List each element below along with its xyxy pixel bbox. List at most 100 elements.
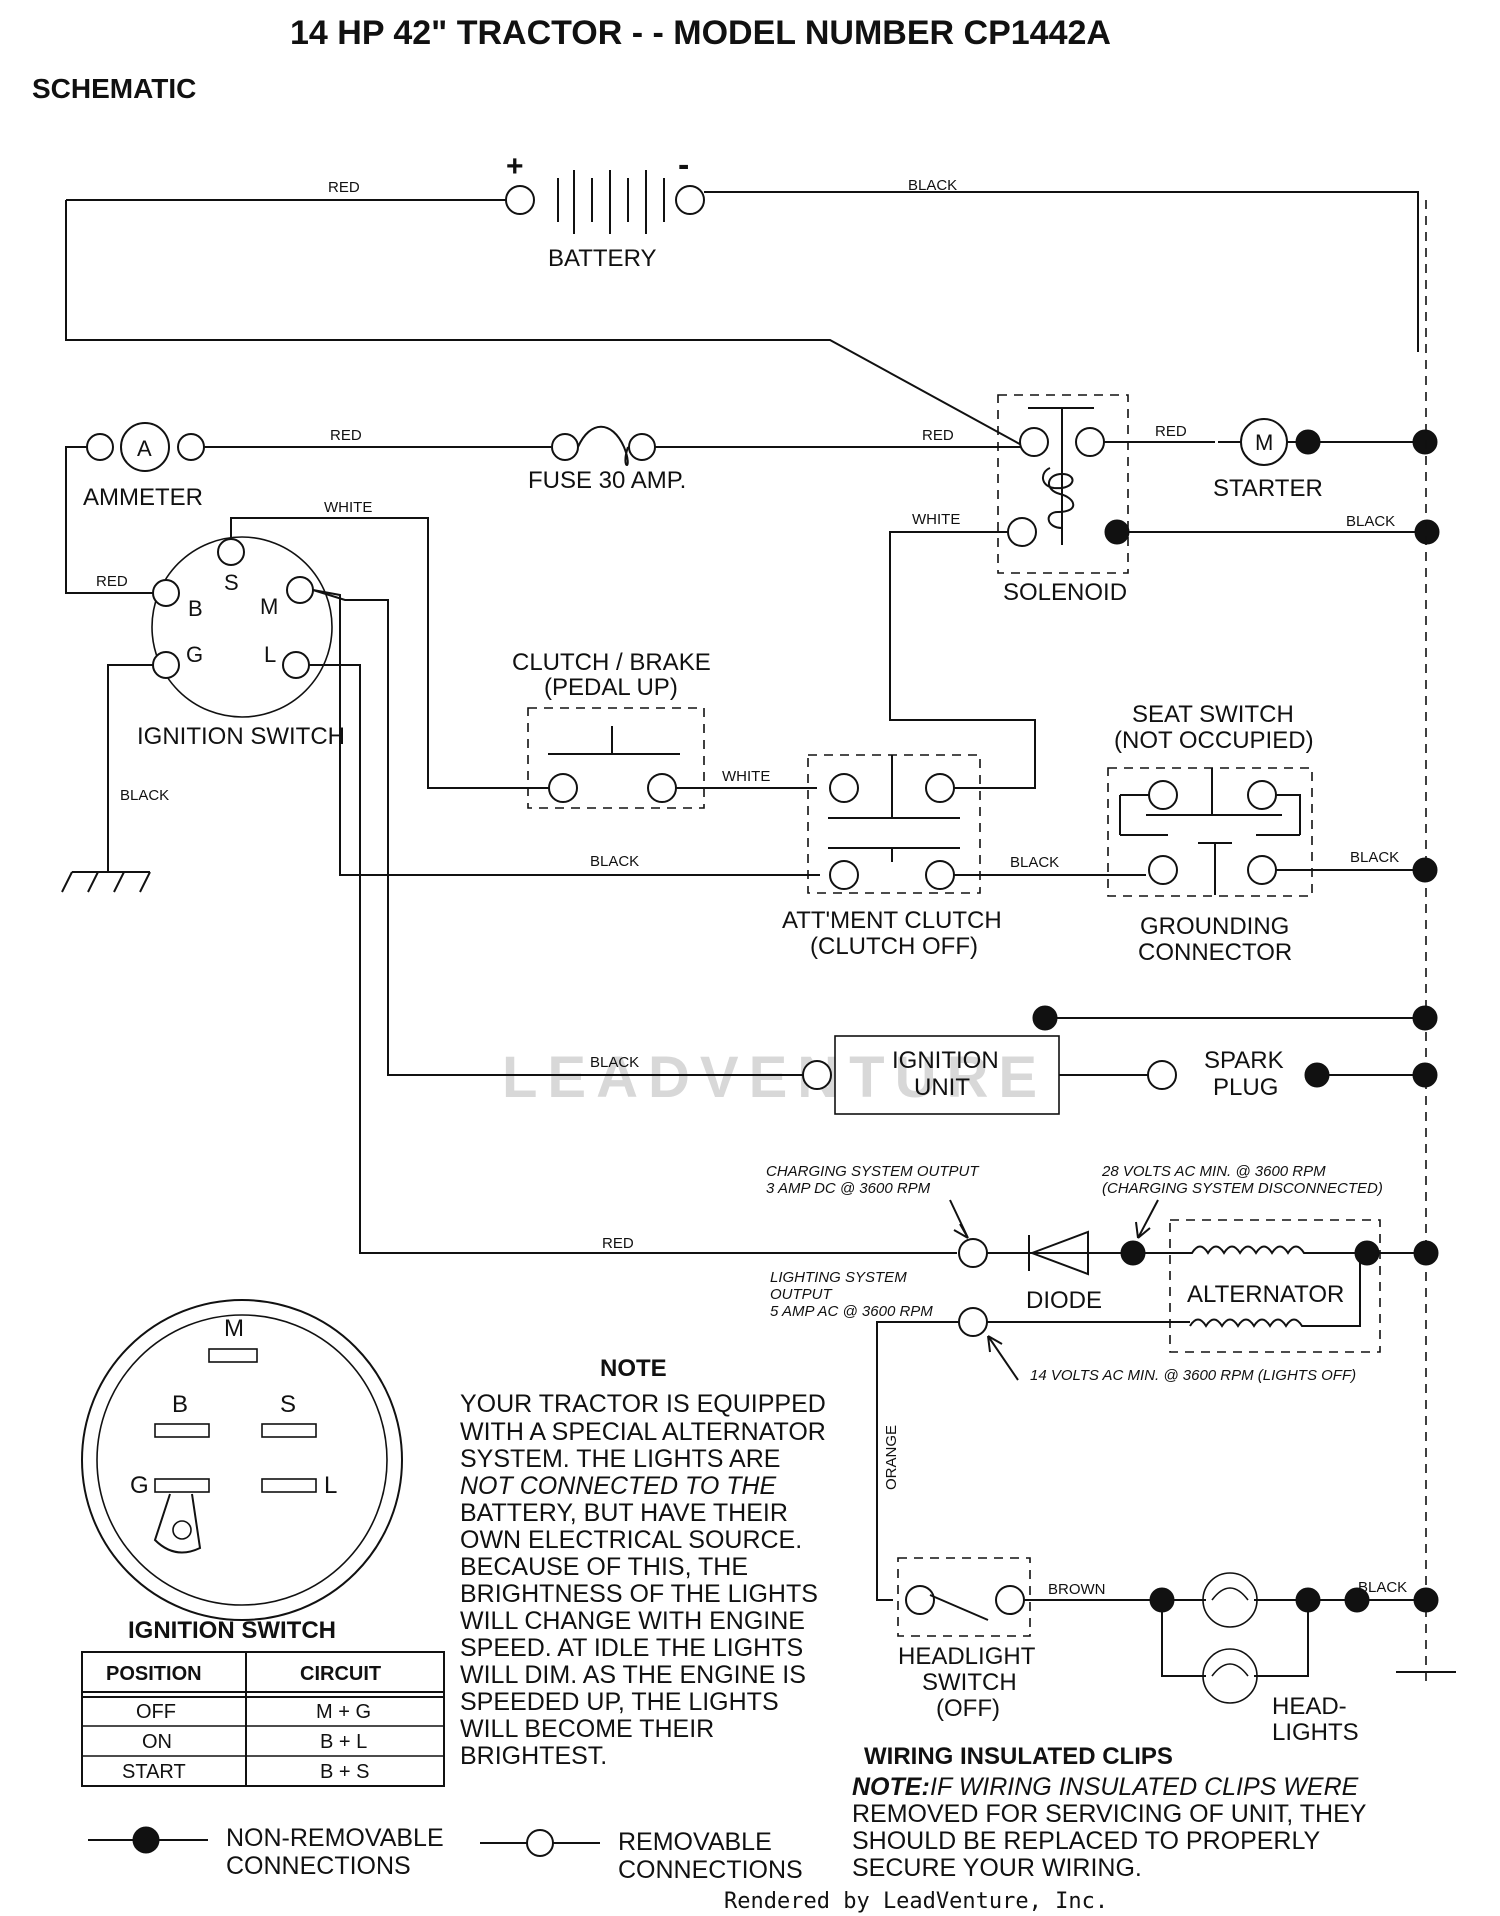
svg-text:LIGHTING SYSTEM: LIGHTING SYSTEM [770,1269,907,1286]
table-cell: B + L [320,1731,367,1753]
attment-clutch-box [807,754,981,894]
solenoid-box [997,394,1129,574]
table-cell: OFF [136,1701,176,1723]
svg-text:(CLUTCH OFF): (CLUTCH OFF) [810,933,978,960]
note-body: YOUR TRACTOR IS EQUIPPED WITH A SPECIAL … [460,1390,826,1770]
ignition-table [81,1651,445,1787]
ignition-table-title: IGNITION SWITCH [128,1617,336,1644]
ground-symbol [61,871,151,893]
svg-text:NOT CONNECTED TO THE: NOT CONNECTED TO THE [460,1472,777,1500]
battery-label: BATTERY [548,245,656,272]
svg-text:BLACK: BLACK [590,853,639,870]
svg-text:(NOT OCCUPIED): (NOT OCCUPIED) [1114,727,1314,754]
battery-red-wire [65,200,1028,449]
starter-symbol [1218,418,1438,466]
svg-text:(OFF): (OFF) [936,1695,1000,1722]
starter-symbol-text: M [1255,430,1273,455]
ignition-switch-label: IGNITION SWITCH [137,723,345,750]
svg-text:CONNECTOR: CONNECTOR [1138,939,1292,966]
headlight-switch-symbol [905,1585,1025,1621]
svg-text:M: M [260,594,278,619]
svg-text:G: G [186,642,203,667]
svg-text:(PEDAL UP): (PEDAL UP) [544,674,678,701]
svg-text:5 AMP AC @ 3600 RPM: 5 AMP AC @ 3600 RPM [770,1303,933,1320]
svg-text:BLACK: BLACK [1010,854,1059,871]
svg-text:CHARGING SYSTEM OUTPUT: CHARGING SYSTEM OUTPUT [766,1163,980,1180]
svg-text:IF WIRING INSULATED CLIPS WERE: IF WIRING INSULATED CLIPS WERE [930,1773,1359,1801]
svg-text:L: L [264,642,276,667]
diode-symbol [987,1230,1126,1276]
svg-text:LIGHTS: LIGHTS [1272,1719,1359,1746]
svg-text:WILL BECOME THEIR: WILL BECOME THEIR [460,1715,714,1743]
svg-text:BLACK: BLACK [1346,513,1395,530]
svg-text:BLACK: BLACK [120,787,169,804]
ignition-unit-label: IGNITION [892,1047,999,1074]
page-title: 14 HP 42" TRACTOR - - MODEL NUMBER CP144… [290,14,1111,52]
svg-text:OWN ELECTRICAL SOURCE.: OWN ELECTRICAL SOURCE. [460,1526,802,1554]
spark-plug-label: SPARK [1204,1047,1284,1074]
table-cell: B + S [320,1761,369,1783]
svg-text:BLACK: BLACK [1358,1579,1407,1596]
svg-text:SPEED. AT IDLE THE LIGHTS: SPEED. AT IDLE THE LIGHTS [460,1634,803,1662]
svg-text:S: S [280,1391,296,1418]
table-cell: M + G [316,1701,371,1723]
svg-text:BATTERY, BUT HAVE THEIR: BATTERY, BUT HAVE THEIR [460,1499,788,1527]
fuse-symbol [551,425,656,466]
battery-positive-label: + [506,150,524,183]
svg-text:28 VOLTS AC MIN. @ 3600 RPM: 28 VOLTS AC MIN. @ 3600 RPM [1101,1163,1326,1180]
svg-text:BECAUSE OF THIS, THE: BECAUSE OF THIS, THE [460,1553,748,1581]
clutch-brake-label: CLUTCH / BRAKE [512,649,711,676]
headlights-label: HEAD- [1272,1693,1347,1720]
svg-text:RED: RED [96,573,128,590]
svg-text:PLUG: PLUG [1213,1074,1278,1101]
note-heading: NOTE [600,1355,667,1382]
svg-text:BLACK: BLACK [590,1054,639,1071]
svg-text:YOUR TRACTOR IS EQUIPPED: YOUR TRACTOR IS EQUIPPED [460,1390,826,1418]
svg-text:REMOVABLE: REMOVABLE [618,1828,772,1856]
svg-text:CONNECTIONS: CONNECTIONS [226,1852,411,1880]
svg-text:NOTE:: NOTE: [852,1773,930,1801]
svg-text:SECURE YOUR WIRING.: SECURE YOUR WIRING. [852,1854,1142,1882]
svg-text:BROWN: BROWN [1048,1581,1106,1598]
wire-label-red: RED [328,179,360,196]
clips-heading: WIRING INSULATED CLIPS [864,1743,1173,1770]
svg-text:B: B [188,596,203,621]
clutch-brake-symbol [548,726,680,803]
svg-text:L: L [324,1472,337,1499]
seat-switch-label: SEAT SWITCH [1132,701,1294,728]
svg-text:CONNECTIONS: CONNECTIONS [618,1856,803,1884]
headlight-switch-label: HEADLIGHT [898,1643,1036,1670]
svg-text:RED: RED [922,427,954,444]
svg-text:ORANGE: ORANGE [883,1425,900,1490]
svg-text:WITH A SPECIAL ALTERNATOR: WITH A SPECIAL ALTERNATOR [460,1418,826,1446]
svg-text:SYSTEM. THE LIGHTS ARE: SYSTEM. THE LIGHTS ARE [460,1445,780,1473]
grounding-connector-label: GROUNDING [1140,913,1289,940]
headlights-symbol [1161,1572,1439,1704]
svg-text:WILL DIM. AS THE ENGINE IS: WILL DIM. AS THE ENGINE IS [460,1661,806,1689]
svg-text:SPEEDED UP, THE LIGHTS: SPEEDED UP, THE LIGHTS [460,1688,779,1716]
svg-text:NON-REMOVABLE: NON-REMOVABLE [226,1824,444,1852]
watermark: LEADVENTURE [502,1045,1037,1110]
svg-text:BLACK: BLACK [1350,849,1399,866]
ammeter-label: AMMETER [83,484,203,511]
svg-text:WHITE: WHITE [912,511,960,528]
solenoid-label: SOLENOID [1003,579,1127,606]
legend-non-removable [88,1826,208,1854]
svg-text:RED: RED [330,427,362,444]
svg-text:OUTPUT: OUTPUT [770,1286,834,1303]
svg-text:WILL CHANGE WITH ENGINE: WILL CHANGE WITH ENGINE [460,1607,805,1635]
svg-text:SWITCH: SWITCH [922,1669,1017,1696]
alternator-label: ALTERNATOR [1187,1281,1344,1308]
svg-text:14 VOLTS AC MIN. @ 3600 RPM (L: 14 VOLTS AC MIN. @ 3600 RPM (LIGHTS OFF) [1030,1367,1356,1384]
headlight-switch-box [897,1557,1031,1637]
attment-clutch-label: ATT'MENT CLUTCH [782,907,1002,934]
alternator-symbol [1145,1245,1361,1328]
svg-text:SHOULD BE REPLACED TO PROPERLY: SHOULD BE REPLACED TO PROPERLY [852,1827,1321,1855]
svg-text:REMOVED FOR SERVICING OF UNIT,: REMOVED FOR SERVICING OF UNIT, THEY [852,1800,1367,1828]
footer-credit: Rendered by LeadVenture, Inc. [724,1889,1108,1914]
clutch-brake-box [527,707,705,809]
svg-text:CIRCUIT: CIRCUIT [300,1663,381,1685]
table-cell: START [122,1761,186,1783]
starter-label: STARTER [1213,475,1323,502]
